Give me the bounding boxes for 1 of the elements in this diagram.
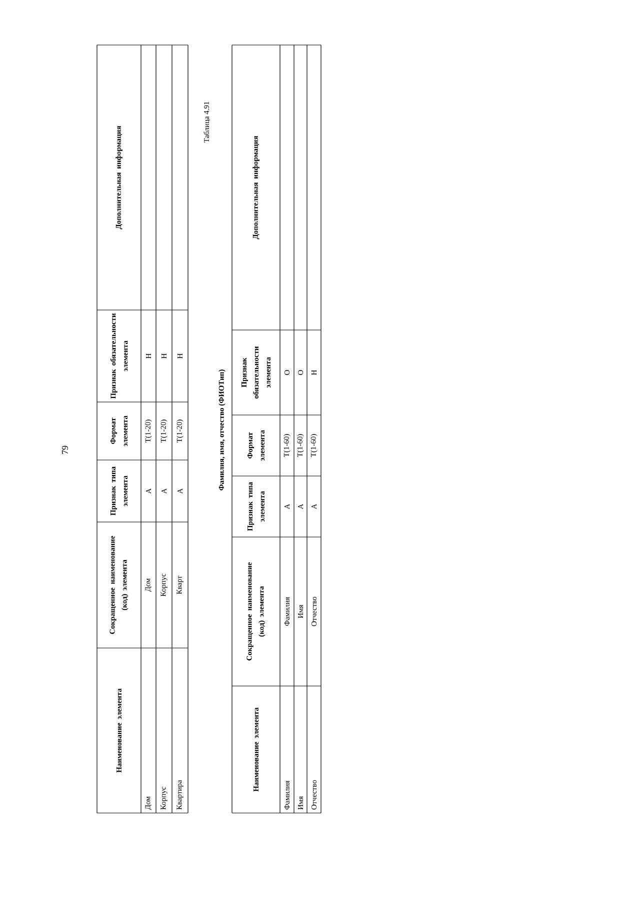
page-number: 79 xyxy=(62,446,68,454)
